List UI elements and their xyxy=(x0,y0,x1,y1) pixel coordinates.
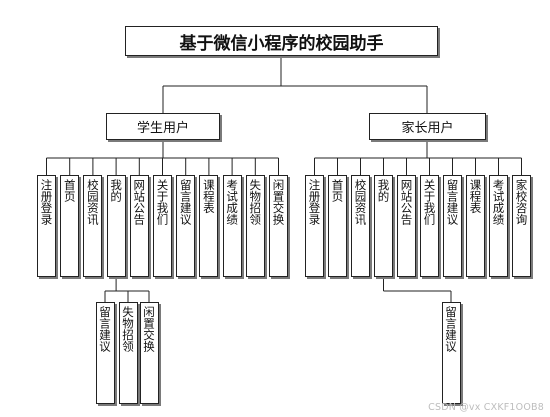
group-box-student: 学生用户 xyxy=(106,113,220,140)
leaf-node-label: 校园资讯 xyxy=(353,179,368,225)
leaf-node-label: 失物招领 xyxy=(248,179,263,225)
leaf-node: 首页 xyxy=(328,175,347,277)
sub-leaf-node: 失物招领 xyxy=(118,302,138,404)
leaf-node-label: 网站公告 xyxy=(132,179,147,225)
leaf-node: 课程表 xyxy=(466,175,485,277)
leaf-node-label: 注册登录 xyxy=(39,179,54,225)
root-title-box: 基于微信小程序的校园助手 xyxy=(125,26,438,56)
sub-leaf-node-label: 留言建议 xyxy=(98,306,112,352)
sub-leaf-node: 留言建议 xyxy=(441,302,461,404)
leaf-node: 课程表 xyxy=(199,175,219,277)
leaf-node-label: 我的 xyxy=(376,179,391,202)
sub-leaf-node: 留言建议 xyxy=(95,302,115,404)
leaf-node-label: 关于我们 xyxy=(422,179,437,225)
leaf-node: 网站公告 xyxy=(129,175,149,277)
sub-leaf-node-label: 失物招领 xyxy=(121,306,135,352)
leaf-node: 我的 xyxy=(106,175,126,277)
leaf-node-label: 留言建议 xyxy=(178,179,193,225)
watermark: CSDN @vx CXKF1OOB8 xyxy=(428,402,544,413)
leaf-node-label: 留言建议 xyxy=(445,179,460,225)
leaf-node: 注册登录 xyxy=(305,175,324,277)
leaf-node-label: 首页 xyxy=(62,179,77,202)
leaf-node-label: 考试成绩 xyxy=(225,179,240,225)
leaf-node: 考试成绩 xyxy=(489,175,508,277)
leaf-node-label: 首页 xyxy=(330,179,345,202)
leaf-node-label: 家校咨询 xyxy=(514,179,529,225)
leaf-node: 留言建议 xyxy=(176,175,196,277)
leaf-node-label: 注册登录 xyxy=(307,179,322,225)
group-box-parent: 家长用户 xyxy=(369,113,486,140)
leaf-node: 首页 xyxy=(60,175,80,277)
leaf-node: 失物招领 xyxy=(245,175,265,277)
leaf-node: 校园资讯 xyxy=(351,175,370,277)
sub-leaf-node: 闲置交换 xyxy=(139,302,159,404)
group-label-student: 学生用户 xyxy=(136,121,189,136)
leaf-node: 我的 xyxy=(374,175,393,277)
leaf-node-label: 考试成绩 xyxy=(491,179,506,225)
leaf-node: 考试成绩 xyxy=(222,175,242,277)
leaf-node-label: 课程表 xyxy=(201,179,216,214)
sub-leaf-node-label: 留言建议 xyxy=(444,306,458,352)
leaf-node: 注册登录 xyxy=(37,175,56,277)
group-label-parent: 家长用户 xyxy=(401,121,454,136)
sub-leaf-node-label: 闲置交换 xyxy=(142,306,156,352)
leaf-node-label: 关于我们 xyxy=(155,179,170,225)
leaf-node: 留言建议 xyxy=(443,175,462,277)
leaf-node-label: 我的 xyxy=(109,179,124,202)
leaf-node-label: 闲置交换 xyxy=(271,179,286,225)
leaf-node-label: 课程表 xyxy=(468,179,483,214)
leaf-node: 网站公告 xyxy=(397,175,416,277)
leaf-node: 闲置交换 xyxy=(269,175,288,277)
leaf-node-label: 网站公告 xyxy=(399,179,414,225)
leaf-node: 关于我们 xyxy=(420,175,439,277)
leaf-node: 家校咨询 xyxy=(512,175,531,277)
leaf-node: 关于我们 xyxy=(153,175,172,277)
leaf-node: 校园资讯 xyxy=(83,175,103,277)
leaf-node-label: 校园资讯 xyxy=(85,179,100,225)
root-title: 基于微信小程序的校园助手 xyxy=(179,33,384,54)
